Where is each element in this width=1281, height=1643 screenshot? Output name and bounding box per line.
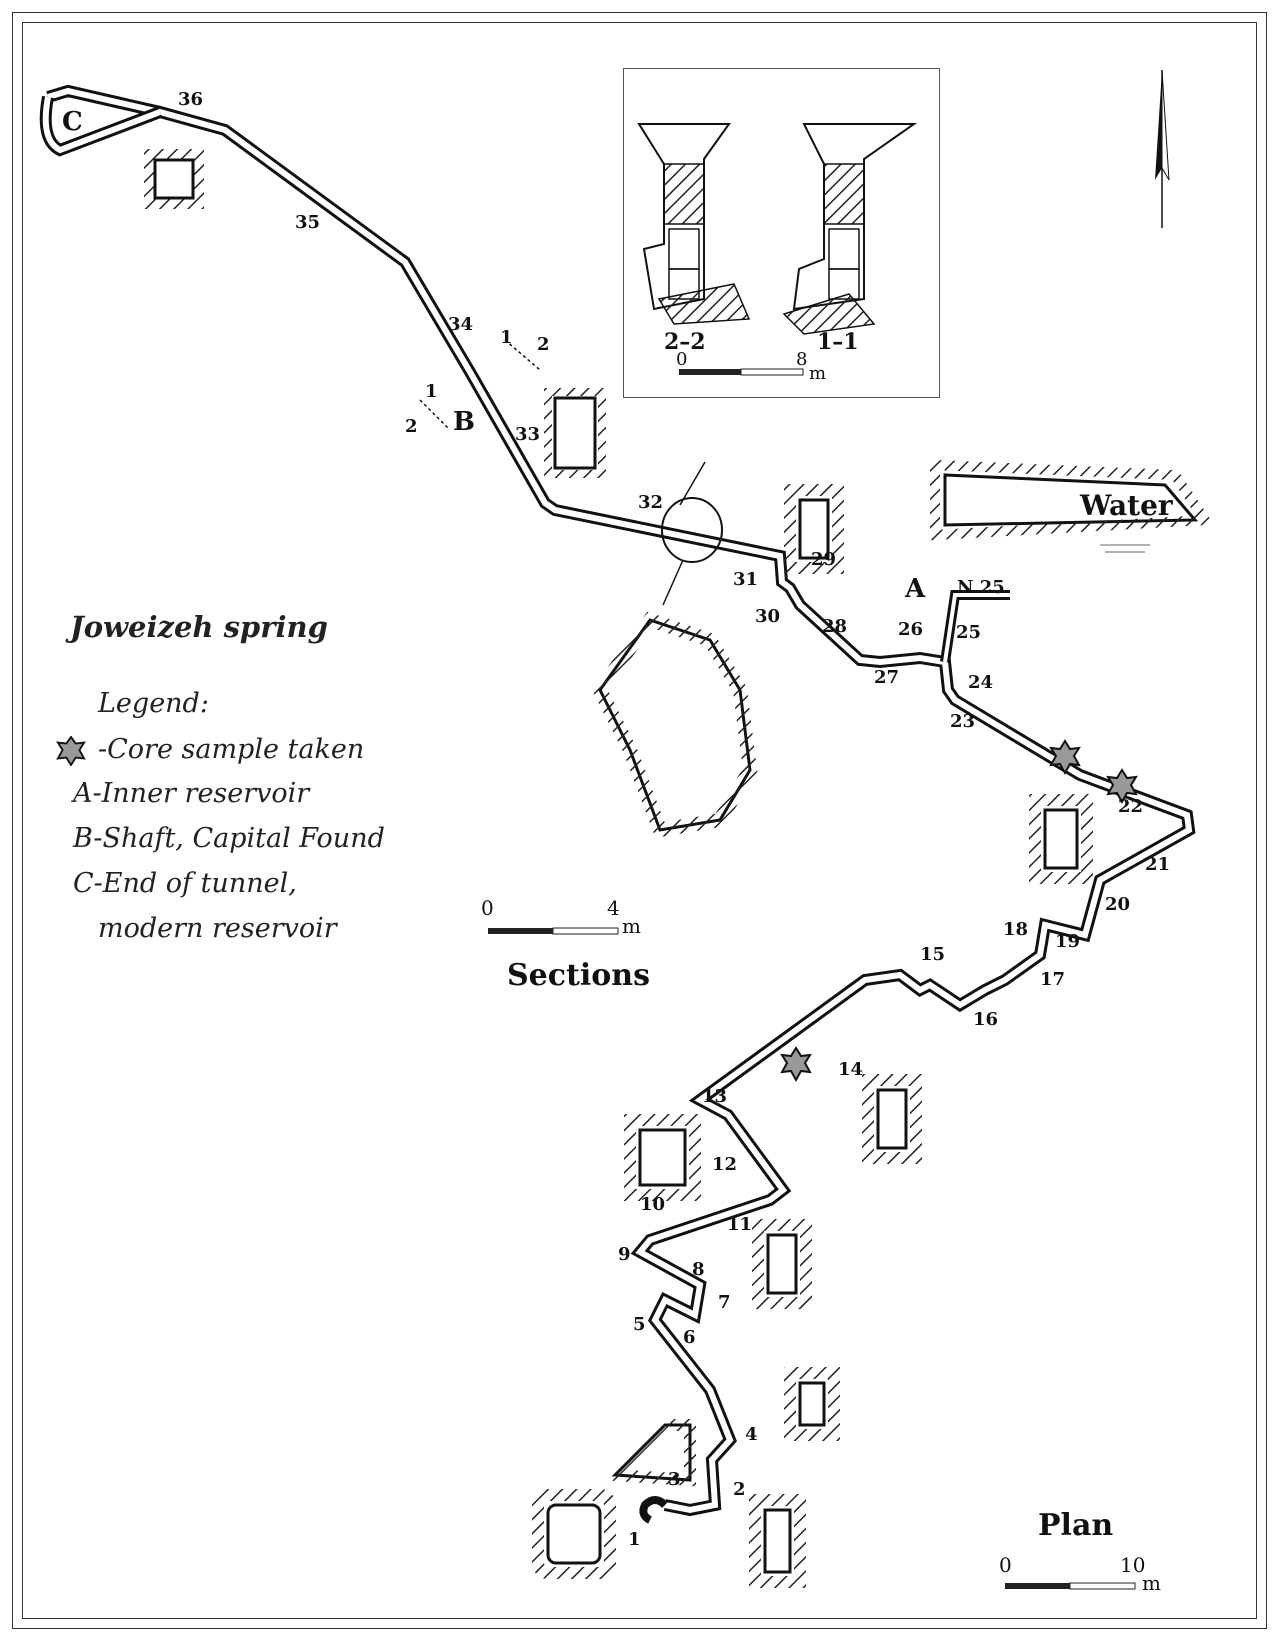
station-label: 11	[727, 1214, 752, 1235]
station-label: 1	[628, 1529, 641, 1550]
svg-text:0: 0	[481, 896, 494, 920]
section-1-label: 2–2	[664, 329, 706, 355]
core-sample-star-icon	[1106, 768, 1138, 805]
station-label: 23	[950, 711, 975, 732]
station-label: 14	[838, 1059, 863, 1080]
station-label: 8	[692, 1259, 705, 1280]
section-cut-markers	[419, 339, 541, 429]
cut-label: 2	[405, 416, 418, 437]
station-label: 31	[733, 569, 758, 590]
svg-text:0: 0	[999, 1553, 1012, 1577]
sections-scale-bar: 0 4 m	[481, 896, 641, 938]
station-label: 35	[295, 212, 320, 233]
tunnel-path	[39, 84, 1196, 1524]
core-sample-markers	[780, 739, 1138, 1083]
section-2-label: 1–1	[817, 329, 859, 355]
sections-inset: 2–2 1–1 0 8 m	[623, 68, 940, 398]
label-sections: Sections	[507, 958, 650, 993]
label-plan: Plan	[1038, 1508, 1113, 1543]
diagram-title: Joweizeh spring	[70, 610, 328, 644]
legend-heading: Legend:	[98, 688, 209, 719]
label-b: B	[453, 407, 475, 437]
station-label: 15	[920, 944, 945, 965]
cut-label: 2	[537, 334, 550, 355]
station-label: 30	[755, 606, 780, 627]
label-c: C	[62, 107, 83, 137]
station-label: 17	[1040, 969, 1065, 990]
legend-item-core-sample: -Core sample taken	[98, 734, 365, 765]
legend-item-b: B-Shaft, Capital Found	[73, 823, 385, 854]
svg-text:m: m	[809, 363, 826, 384]
station-label: 18	[1003, 919, 1028, 940]
sections-drawing: 2–2 1–1 0 8 m	[637, 123, 918, 384]
station-label: 29	[811, 549, 836, 570]
station-label: 7	[718, 1292, 731, 1313]
station-label: 24	[968, 672, 993, 693]
station-label: 6	[683, 1327, 696, 1348]
hatched-structures	[144, 149, 1215, 1588]
station-label: 22	[1118, 796, 1143, 817]
svg-text:8: 8	[796, 349, 807, 370]
station-label: 21	[1145, 854, 1170, 875]
station-label: 2	[733, 1479, 746, 1500]
station-label: 3	[668, 1469, 681, 1490]
svg-text:m: m	[1142, 1571, 1161, 1595]
label-a: A	[904, 574, 926, 604]
svg-text:0: 0	[676, 349, 687, 370]
legend-item-c-continued: modern reservoir	[98, 913, 337, 944]
svg-text:10: 10	[1120, 1553, 1145, 1577]
plan-scale-bar: 0 10 m	[999, 1553, 1161, 1595]
north-arrow-icon	[1155, 69, 1170, 228]
legend-item-a: A-Inner reservoir	[73, 778, 310, 809]
cut-label: 1	[425, 381, 438, 402]
station-label: 27	[874, 667, 899, 688]
station-label: 20	[1105, 894, 1130, 915]
label-water: Water	[1079, 489, 1174, 522]
station-labels: 1 2 3 4 5 6 7 8 9 10 11 12 13 14 15 16 1…	[178, 89, 1170, 1550]
core-sample-star-icon	[780, 1046, 812, 1083]
section-2-2-drawing	[637, 123, 751, 325]
star-icon	[56, 736, 86, 766]
station-label: 12	[712, 1154, 737, 1175]
inner-frame	[22, 22, 1257, 1619]
core-sample-star-icon	[1049, 739, 1081, 776]
inset-scale-bar: 0 8 m	[676, 349, 826, 384]
station-label: 28	[822, 616, 847, 637]
station-label: 13	[702, 1086, 727, 1107]
station-label: 16	[973, 1009, 998, 1030]
station-label: 4	[745, 1424, 758, 1445]
station-label: 25	[956, 622, 981, 643]
shaft-oval	[661, 497, 723, 563]
station-label: 33	[515, 424, 540, 445]
station-label: 34	[448, 314, 473, 335]
svg-text:m: m	[622, 914, 641, 938]
station-label: 36	[178, 89, 203, 110]
station-label: 5	[633, 1314, 646, 1335]
legend-item-c: C-End of tunnel,	[73, 868, 297, 899]
cut-label: 1	[500, 327, 513, 348]
station-label: 10	[640, 1194, 665, 1215]
outer-frame	[12, 12, 1267, 1629]
station-label: 32	[638, 492, 663, 513]
label-n25: N 25	[957, 577, 1005, 598]
station-label: 19	[1055, 931, 1080, 952]
station-label: 26	[898, 619, 923, 640]
section-1-1-drawing	[782, 123, 918, 335]
svg-text:4: 4	[607, 896, 620, 920]
station-label: 9	[618, 1244, 631, 1265]
